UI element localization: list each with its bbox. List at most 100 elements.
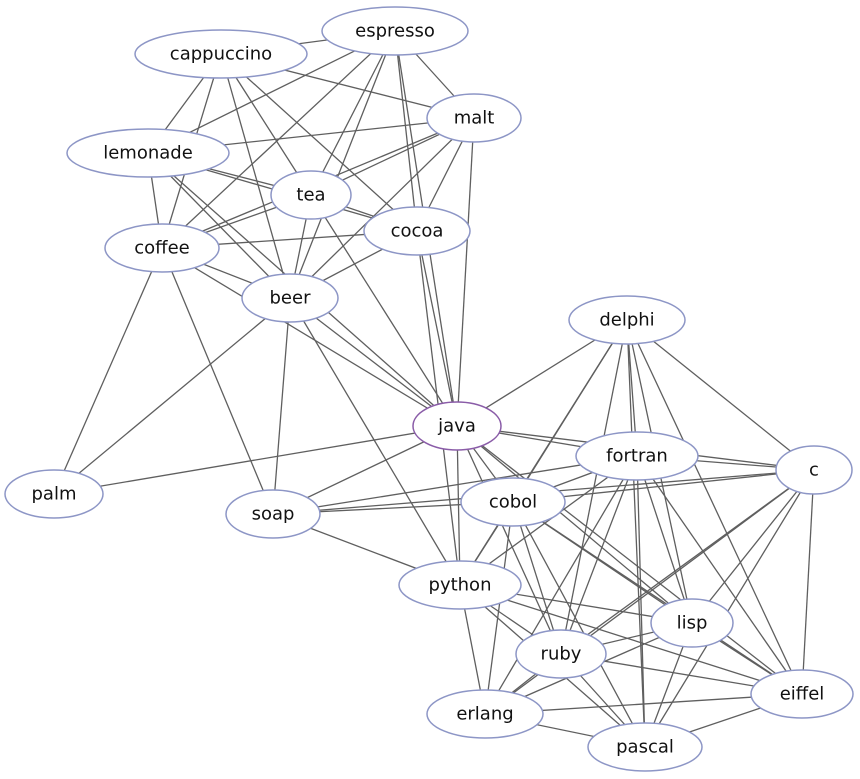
node-label-eiffel: eiffel: [780, 684, 825, 705]
node-label-cobol: cobol: [489, 492, 537, 513]
node-label-lemonade: lemonade: [103, 143, 193, 164]
node-ellipse-ruby: [515, 629, 607, 679]
node-tea: tea: [270, 170, 352, 220]
edge-malt-java: [456, 117, 475, 427]
edge-fortran-ruby: [560, 455, 638, 655]
node-ellipse-java: [412, 401, 502, 451]
edge-cobol-ruby: [512, 501, 562, 655]
edge-cocoa-java: [416, 230, 458, 427]
node-pascal: pascal: [587, 722, 703, 772]
edge-fortran-erlang: [484, 455, 638, 715]
edge-java-ruby: [456, 425, 562, 655]
node-ellipse-c: [775, 445, 853, 495]
node-python: python: [398, 560, 522, 610]
edge-java-palm: [53, 425, 458, 495]
node-ellipse-fortran: [575, 431, 699, 481]
edge-espresso-tea: [310, 30, 396, 196]
edge-beer-soap: [272, 297, 291, 515]
edge-beer-python: [289, 297, 461, 586]
edge-c-eiffel: [801, 469, 815, 695]
node-ruby: ruby: [515, 629, 607, 679]
node-label-malt: malt: [454, 108, 495, 129]
edge-coffee-java: [161, 247, 458, 427]
edge-delphi-pascal: [626, 319, 646, 748]
node-label-soap: soap: [252, 504, 295, 525]
edge-cappuccino-cocoa: [220, 53, 418, 232]
node-ellipse-cobol: [460, 477, 566, 527]
node-label-lisp: lisp: [677, 613, 708, 634]
edge-tea-java: [310, 194, 458, 427]
node-label-ruby: ruby: [541, 644, 582, 665]
edge-lemonade-beer: [147, 152, 291, 299]
edge-malt-beer: [289, 117, 475, 299]
node-ellipse-espresso: [321, 6, 469, 56]
node-lisp: lisp: [650, 598, 734, 648]
edge-fortran-pascal: [636, 455, 646, 748]
edge-espresso-cocoa: [394, 30, 418, 232]
edge-fortran-eiffel: [636, 455, 803, 695]
node-ellipse-lisp: [650, 598, 734, 648]
edge-fortran-lisp: [636, 455, 693, 624]
node-ellipse-delphi: [568, 295, 686, 345]
edge-cobol-pascal: [512, 501, 646, 748]
node-ellipse-erlang: [426, 689, 544, 739]
node-lemonade: lemonade: [66, 128, 230, 178]
node-java: java: [412, 401, 502, 451]
node-ellipse-cocoa: [363, 206, 471, 256]
edge-beer-java: [289, 297, 458, 427]
node-ellipse-cappuccino: [134, 29, 308, 79]
node-label-c: c: [809, 460, 819, 481]
node-label-python: python: [429, 575, 492, 596]
node-soap: soap: [225, 489, 321, 539]
node-label-cappuccino: cappuccino: [170, 44, 272, 65]
node-ellipse-lemonade: [66, 128, 230, 178]
node-ellipse-eiffel: [750, 669, 854, 719]
node-palm: palm: [4, 469, 104, 519]
node-fortran: fortran: [575, 431, 699, 481]
node-beer: beer: [241, 273, 339, 323]
node-ellipse-coffee: [104, 223, 220, 273]
edge-python-eiffel: [459, 584, 803, 695]
node-label-delphi: delphi: [599, 310, 654, 331]
node-label-tea: tea: [296, 185, 325, 206]
node-cobol: cobol: [460, 477, 566, 527]
edge-cobol-erlang: [484, 501, 514, 715]
node-label-beer: beer: [270, 288, 312, 309]
edge-cappuccino-beer: [220, 53, 291, 299]
node-label-espresso: espresso: [355, 21, 435, 42]
node-label-erlang: erlang: [456, 704, 513, 725]
node-ellipse-pascal: [587, 722, 703, 772]
node-cocoa: cocoa: [363, 206, 471, 256]
node-label-cocoa: cocoa: [391, 221, 444, 242]
node-coffee: coffee: [104, 223, 220, 273]
node-eiffel: eiffel: [750, 669, 854, 719]
edge-delphi-eiffel: [626, 319, 803, 695]
node-cappuccino: cappuccino: [134, 29, 308, 79]
edge-c-pascal: [644, 469, 815, 748]
node-malt: malt: [426, 93, 522, 143]
node-erlang: erlang: [426, 689, 544, 739]
node-ellipse-soap: [225, 489, 321, 539]
node-ellipse-malt: [426, 93, 522, 143]
node-label-palm: palm: [32, 484, 77, 505]
node-ellipse-tea: [270, 170, 352, 220]
node-ellipse-python: [398, 560, 522, 610]
edge-beer-palm: [53, 297, 291, 495]
edge-coffee-palm: [53, 247, 163, 495]
node-label-pascal: pascal: [616, 737, 674, 758]
node-label-coffee: coffee: [134, 238, 189, 259]
edge-java-eiffel: [456, 425, 803, 695]
edge-cobol-eiffel: [512, 501, 803, 695]
node-label-fortran: fortran: [606, 446, 668, 467]
node-layer: espresso cappuccino malt lemonade tea cocoa co…: [4, 6, 854, 772]
edge-java-python: [456, 425, 461, 586]
node-label-java: java: [437, 416, 476, 437]
node-espresso: espresso: [321, 6, 469, 56]
node-ellipse-palm: [4, 469, 104, 519]
edge-delphi-c: [626, 319, 815, 471]
edge-coffee-soap: [161, 247, 274, 515]
node-delphi: delphi: [568, 295, 686, 345]
edge-c-lisp: [691, 469, 815, 624]
node-c: c: [775, 445, 853, 495]
